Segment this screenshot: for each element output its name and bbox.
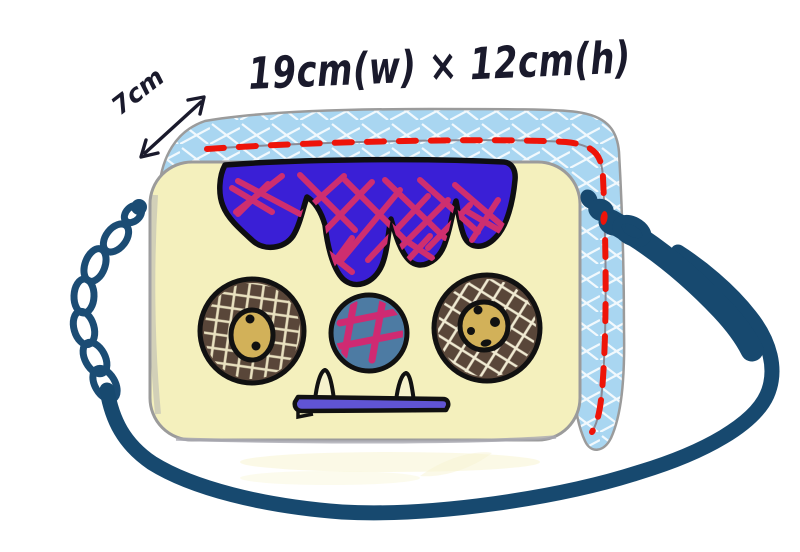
nose (328, 292, 410, 374)
right-eye-button (457, 299, 511, 353)
arrow-head-upper (186, 95, 206, 116)
chain-link (79, 338, 111, 378)
smudge (240, 471, 420, 485)
left-eye (197, 276, 307, 386)
button-hole (480, 339, 492, 347)
clasp (580, 189, 652, 248)
left-eye-button (228, 307, 276, 363)
shadow-smudges (240, 452, 540, 485)
nose-crosshatch (335, 299, 403, 364)
button-hole (473, 305, 483, 315)
clasp-ring (612, 214, 652, 248)
mouth (292, 368, 451, 420)
button-hole (490, 317, 500, 327)
button-hole (467, 327, 475, 335)
depth-label: 7cm (106, 62, 170, 121)
panel-left-shading (149, 194, 161, 415)
depth-arrow-icon (139, 95, 206, 159)
chain-link (120, 201, 146, 227)
button-hole (251, 341, 261, 351)
hair-hatch-strokes (229, 172, 508, 275)
chain-link (70, 275, 98, 317)
mouth-bar (292, 394, 451, 414)
arrow-shaft (143, 100, 203, 155)
smudge (420, 452, 492, 477)
hair-crosshatch (229, 172, 508, 275)
width-height-label: 19cm(w) × 12cm(h) (247, 33, 632, 100)
nose-hatch-strokes (335, 299, 403, 364)
bag (148, 107, 626, 451)
button-hole (245, 314, 255, 324)
mouth-bar-foot (296, 410, 314, 420)
right-eye (431, 272, 543, 384)
hair-scallop (220, 160, 515, 285)
chain (69, 199, 147, 404)
strap-main (99, 244, 780, 521)
panel-bottom-shadow (175, 435, 557, 444)
stitch-dash-over-clasp (600, 211, 608, 225)
smudge (240, 452, 540, 472)
arrow-head-lower (139, 138, 160, 159)
shoulder-strap (69, 189, 780, 521)
